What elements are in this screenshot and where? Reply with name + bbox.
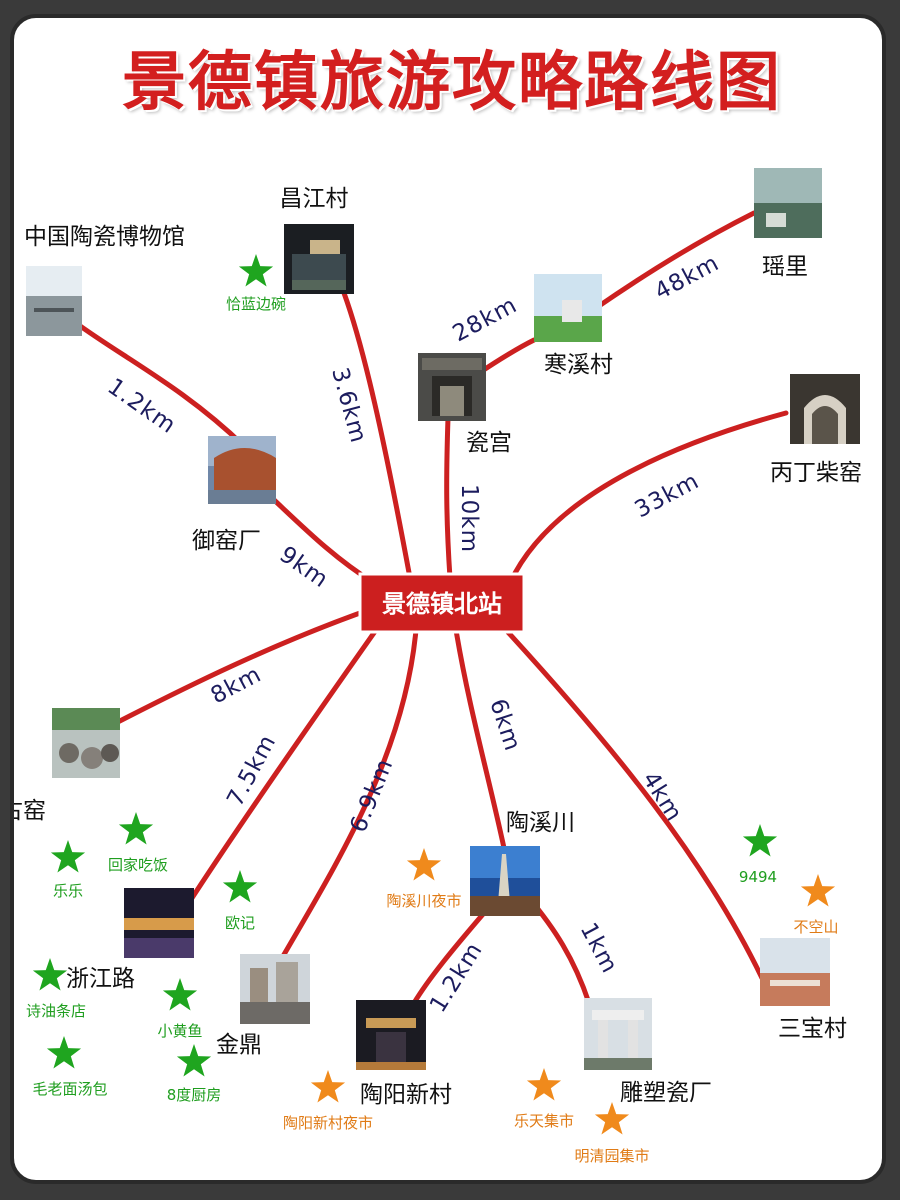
photo-museum: [26, 266, 82, 336]
food-mingqing: 明清园集市: [574, 1147, 649, 1165]
route-jinding: [279, 627, 419, 961]
dist-cigong: 10km: [456, 484, 482, 553]
place-taoyang: 陶阳新村: [360, 1082, 452, 1108]
page-title: 景德镇旅游攻略路线图: [122, 46, 782, 120]
route-yaoli: [593, 210, 757, 311]
star-icon: [238, 254, 274, 287]
routes: [73, 210, 789, 1006]
star-icon: [50, 840, 86, 873]
photo-jinding: [240, 954, 310, 1024]
photo-taoxichuan: [470, 846, 540, 916]
food-taoxichuan-night: 陶溪川夜市: [386, 892, 461, 910]
place-museum: 中国陶瓷博物馆: [24, 224, 185, 250]
orange-food-labels: 陶溪川夜市 不空山 陶阳新村夜市 乐天集市 明清园集市: [283, 892, 839, 1165]
food-lele: 乐乐: [53, 882, 83, 900]
route-map: 景德镇北站 昌江村 中国陶瓷博物馆 御窑厂 瓷宫 寒溪村 瑶里 丙丁柴窑 古窑 …: [14, 168, 862, 1165]
star-icon: [406, 848, 442, 881]
place-yuyao: 御窑厂: [192, 528, 261, 554]
star-icon: [742, 824, 778, 857]
photo-diaosu: [584, 998, 652, 1070]
star-icon: [310, 1070, 346, 1103]
photo-bingding: [790, 374, 860, 444]
dist-zhejianglu: 7.5km: [222, 730, 281, 810]
route-zhejianglu: [189, 627, 379, 901]
photo-taoyang: [356, 1000, 426, 1070]
dist-jinding: 6.9km: [345, 755, 398, 836]
dist-taoxichuan: 6km: [484, 696, 525, 755]
photo-hanxi: [534, 274, 602, 342]
dist-bingding: 33km: [631, 468, 704, 523]
food-taoyang-night: 陶阳新村夜市: [283, 1114, 373, 1132]
place-cigong: 瓷宫: [466, 430, 512, 456]
place-diaosu: 雕塑瓷厂: [620, 1080, 712, 1106]
star-icon: [162, 978, 198, 1011]
food-youtiao: 诗油条店: [26, 1002, 86, 1020]
food-xiaohuangyu: 小黄鱼: [157, 1022, 202, 1040]
star-icon: [526, 1068, 562, 1101]
photo-guyao: [52, 708, 120, 778]
dist-hanxi: 28km: [449, 292, 522, 347]
place-guyao: 古窑: [14, 798, 46, 824]
dist-yaoli: 48km: [651, 250, 724, 305]
food-huijia: 回家吃饭: [108, 856, 168, 874]
place-changjiang: 昌江村: [280, 186, 349, 212]
place-zhejianglu: 浙江路: [66, 966, 135, 992]
food-bukongshan: 不空山: [793, 918, 838, 936]
route-guyao: [111, 605, 377, 727]
map-card: 景德镇旅游攻略路线图: [10, 14, 886, 1184]
dist-sanbao: 4km: [637, 767, 687, 826]
photo-zhejianglu: [124, 888, 194, 958]
route-taoxichuan: [453, 627, 507, 851]
star-icon: [32, 958, 68, 991]
green-food-labels: 恰蓝边碗 回家吃饭 乐乐 欧记 诗油条店 小黄鱼 毛老面汤包 8度厨房 9494: [26, 295, 777, 1104]
food-9494: 9494: [739, 868, 777, 886]
place-yaoli: 瑶里: [762, 254, 808, 280]
hub-label: 景德镇北站: [382, 590, 502, 618]
dist-guyao: 8km: [207, 661, 266, 709]
dist-diaosu: 1km: [575, 919, 623, 978]
star-icon: [222, 870, 258, 903]
star-icon: [176, 1044, 212, 1077]
route-taoyang: [411, 910, 487, 1006]
route-cigong: [444, 415, 453, 581]
place-sanbao: 三宝村: [778, 1016, 847, 1042]
photo-yaoli: [754, 168, 822, 238]
food-ouji: 欧记: [225, 914, 255, 932]
photo-changjiang: [284, 224, 354, 294]
food-letian: 乐天集市: [514, 1112, 574, 1130]
hub-station: 景德镇北站: [358, 572, 526, 634]
route-changjiang: [341, 290, 413, 581]
place-labels: 昌江村 中国陶瓷博物馆 御窑厂 瓷宫 寒溪村 瑶里 丙丁柴窑 古窑 浙江路 金鼎…: [14, 186, 862, 1108]
star-icon: [800, 874, 836, 907]
route-sanbao: [503, 627, 765, 981]
place-hanxi: 寒溪村: [544, 352, 613, 378]
photo-sanbao: [760, 938, 830, 1006]
photo-cigong: [418, 353, 486, 421]
star-icon: [46, 1036, 82, 1069]
dist-changjiang: 3.6km: [326, 365, 371, 446]
route-museum: [73, 320, 247, 449]
place-taoxichuan: 陶溪川: [506, 810, 575, 836]
food-maolao: 毛老面汤包: [32, 1080, 107, 1098]
photo-yuyao: [208, 436, 276, 504]
route-bingding: [507, 410, 789, 586]
food-qialan: 恰蓝边碗: [226, 295, 286, 313]
place-jinding: 金鼎: [216, 1032, 262, 1058]
food-badu: 8度厨房: [167, 1086, 222, 1104]
place-bingding: 丙丁柴窑: [770, 460, 862, 486]
star-icon: [594, 1102, 630, 1135]
star-icon: [118, 812, 154, 845]
